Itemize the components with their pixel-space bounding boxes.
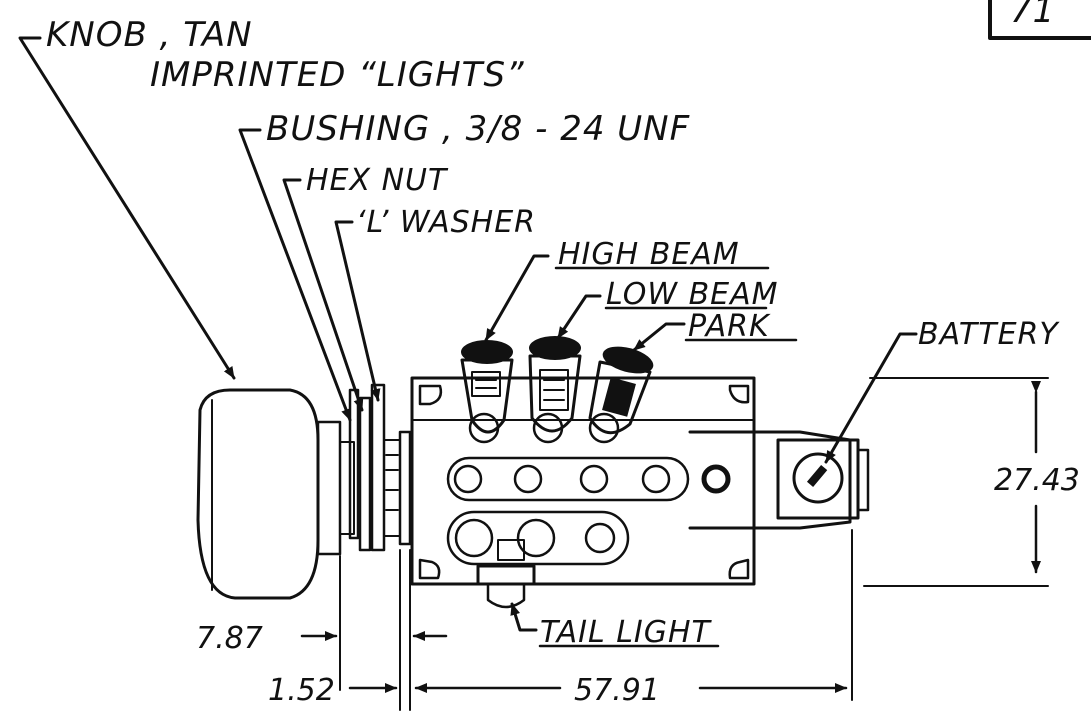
bushing-stack — [348, 383, 412, 552]
washer-label: ‘L’ WASHER — [356, 205, 536, 240]
knob-label-line1: KNOB , TAN — [46, 15, 253, 55]
knob — [196, 388, 355, 600]
height-dimension: 27.43 — [994, 463, 1080, 498]
dimension-values: 27.43 7.87 1.52 57.91 — [196, 463, 1080, 708]
knob-offset-dimension: 7.87 — [196, 621, 263, 656]
hex-nut-label: HEX NUT — [306, 163, 449, 198]
body-length-dimension: 57.91 — [574, 673, 660, 708]
low-beam-terminal — [528, 336, 582, 444]
terminal-row-upper — [446, 456, 731, 502]
terminal-row-lower — [446, 510, 630, 566]
switch-body — [410, 376, 756, 586]
battery-label: BATTERY — [918, 317, 1060, 352]
leader-lines — [18, 36, 918, 632]
washer-thickness-dimension: 1.52 — [268, 673, 335, 708]
label-underlines — [538, 266, 798, 648]
callout-labels: KNOB , TAN IMPRINTED “LIGHTS” BUSHING , … — [46, 15, 1060, 650]
low-beam-label: LOW BEAM — [606, 277, 779, 312]
battery-terminal — [792, 452, 844, 504]
high-beam-terminal — [460, 340, 514, 444]
battery-bracket — [688, 430, 870, 530]
high-beam-label: HIGH BEAM — [558, 237, 740, 272]
knob-label-line2: IMPRINTED “LIGHTS” — [150, 55, 525, 95]
park-terminal — [588, 346, 654, 444]
tail-light-label: TAIL LIGHT — [540, 615, 713, 650]
page-number: 71 — [1010, 0, 1055, 31]
tail-light-terminal — [476, 564, 536, 609]
dimension-lines — [300, 377, 1049, 711]
park-label: PARK — [688, 309, 771, 344]
page-number-box: 71 — [988, 0, 1091, 40]
bushing-label: BUSHING , 3/8 - 24 UNF — [266, 109, 690, 149]
